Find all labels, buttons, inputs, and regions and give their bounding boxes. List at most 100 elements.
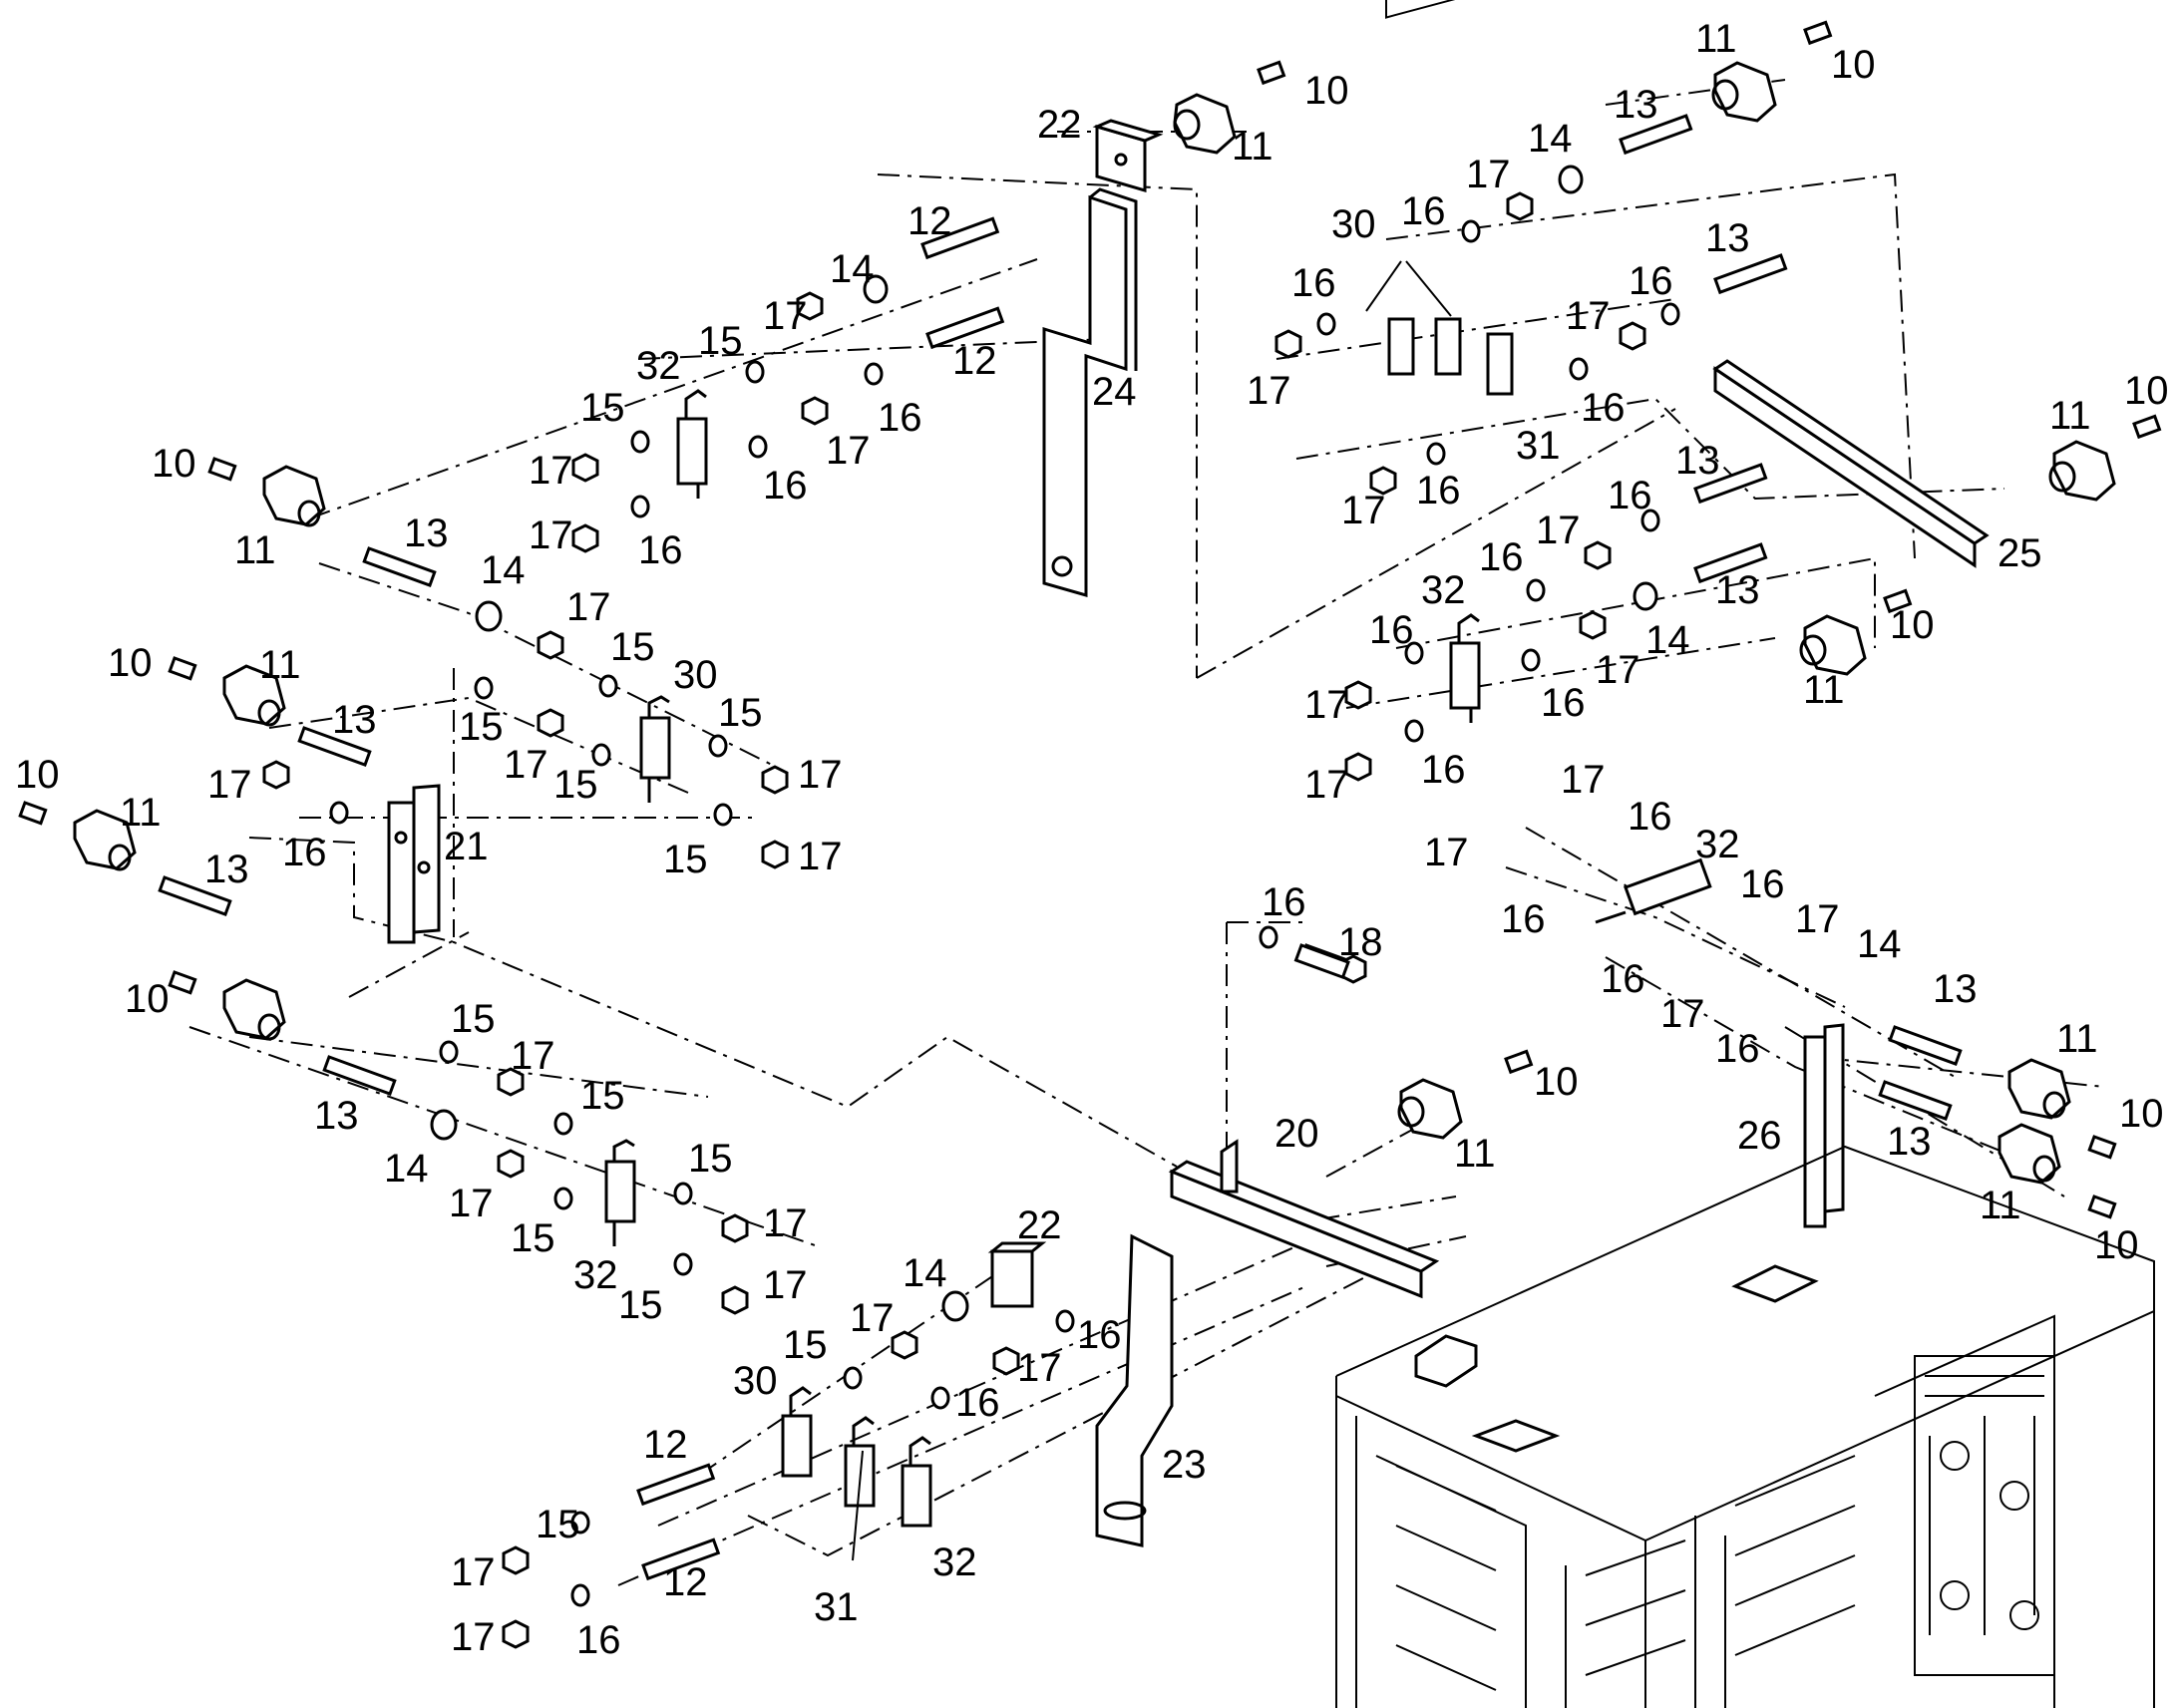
callout-22: 22 bbox=[1037, 103, 1082, 147]
callout-16: 16 bbox=[282, 831, 327, 874]
callout-17: 17 bbox=[511, 1034, 555, 1078]
callout-13: 13 bbox=[1675, 439, 1720, 483]
callout-17: 17 bbox=[1424, 831, 1469, 874]
callout-16: 16 bbox=[763, 464, 808, 508]
callout-16: 16 bbox=[1541, 681, 1586, 725]
callout-16: 16 bbox=[1501, 897, 1546, 941]
callout-17: 17 bbox=[763, 1201, 808, 1245]
callout-12: 12 bbox=[952, 339, 997, 383]
callout-17: 17 bbox=[1304, 683, 1349, 727]
callout-15: 15 bbox=[536, 1503, 580, 1546]
callout-32: 32 bbox=[1695, 823, 1740, 866]
callout-14: 14 bbox=[1528, 117, 1573, 161]
callout-26: 26 bbox=[1737, 1114, 1782, 1158]
callout-16: 16 bbox=[1077, 1313, 1122, 1357]
callout-23: 23 bbox=[1162, 1443, 1207, 1487]
callout-30: 30 bbox=[733, 1359, 778, 1403]
callout-10: 10 bbox=[108, 641, 153, 685]
callout-16: 16 bbox=[1628, 795, 1672, 839]
callout-14: 14 bbox=[481, 548, 526, 592]
fuse-group-bottom-center bbox=[781, 1386, 932, 1528]
cabinet-louvers bbox=[1395, 1455, 1856, 1691]
callout-18: 18 bbox=[1338, 920, 1383, 964]
callout-21: 21 bbox=[444, 825, 489, 868]
callout-11: 11 bbox=[1803, 668, 1845, 712]
callout-17: 17 bbox=[529, 513, 573, 557]
equipment-cabinet bbox=[1335, 1145, 2155, 1708]
callout-17: 17 bbox=[1561, 758, 1606, 802]
fuse-32-bottom-right bbox=[1595, 857, 1712, 924]
callout-11: 11 bbox=[1454, 1132, 1496, 1176]
callout-10: 10 bbox=[152, 442, 196, 486]
callout-16: 16 bbox=[1401, 189, 1446, 233]
callout-30: 30 bbox=[673, 653, 718, 697]
callout-16: 16 bbox=[638, 528, 683, 572]
callout-22: 22 bbox=[1017, 1203, 1062, 1247]
callout-15: 15 bbox=[610, 625, 655, 669]
callout-14: 14 bbox=[830, 247, 875, 291]
callout-16: 16 bbox=[1601, 957, 1645, 1001]
callout-16: 16 bbox=[1715, 1027, 1760, 1071]
callout-16: 16 bbox=[1740, 862, 1785, 906]
callout-11: 11 bbox=[1980, 1184, 2021, 1227]
callout-10: 10 bbox=[1831, 43, 1876, 87]
callout-17: 17 bbox=[826, 429, 871, 473]
callout-15: 15 bbox=[580, 1074, 625, 1118]
callout-17: 17 bbox=[1566, 294, 1611, 338]
callout-17: 17 bbox=[529, 449, 573, 493]
callout-17: 17 bbox=[207, 763, 252, 807]
callout-16: 16 bbox=[1291, 261, 1336, 305]
callout-24: 24 bbox=[1092, 370, 1137, 414]
callout-16: 16 bbox=[1369, 608, 1414, 652]
callout-20: 20 bbox=[1274, 1112, 1319, 1156]
callout-16: 16 bbox=[1479, 535, 1524, 579]
callout-15: 15 bbox=[580, 386, 625, 430]
callout-15: 15 bbox=[511, 1216, 555, 1260]
callout-32: 32 bbox=[573, 1253, 618, 1297]
fuse-32-right-mid bbox=[1449, 613, 1481, 723]
busbar-25 bbox=[1712, 359, 1990, 568]
callout-16: 16 bbox=[1416, 469, 1461, 512]
callout-14: 14 bbox=[1857, 922, 1902, 966]
busbar-24 bbox=[1042, 187, 1138, 597]
callout-13: 13 bbox=[1887, 1120, 1932, 1164]
callout-17: 17 bbox=[504, 743, 548, 787]
callout-17: 17 bbox=[1304, 763, 1349, 807]
callout-17: 17 bbox=[1536, 509, 1581, 552]
callout-12: 12 bbox=[663, 1560, 708, 1604]
callout-15: 15 bbox=[698, 319, 743, 363]
hardware-washers-nuts bbox=[262, 165, 1680, 1649]
bolt-18 bbox=[1293, 943, 1350, 980]
callout-17: 17 bbox=[1795, 897, 1840, 941]
callout-17: 17 bbox=[798, 835, 843, 878]
callout-13: 13 bbox=[1715, 568, 1760, 612]
callout-11: 11 bbox=[1695, 17, 1737, 61]
callout-13: 13 bbox=[314, 1094, 359, 1138]
callout-11: 11 bbox=[2049, 394, 2091, 438]
callout-17: 17 bbox=[451, 1615, 496, 1659]
fuse-32-left-lower bbox=[604, 1139, 636, 1246]
isolator-mounts bbox=[18, 20, 2162, 1219]
isolator-right-lower bbox=[1799, 588, 1913, 676]
leader-lines bbox=[852, 260, 1452, 1561]
callout-11: 11 bbox=[1232, 125, 1273, 169]
callout-17: 17 bbox=[451, 1550, 496, 1594]
callout-10: 10 bbox=[2094, 1223, 2139, 1267]
callout-10: 10 bbox=[15, 753, 60, 797]
callout-17: 17 bbox=[449, 1182, 494, 1225]
fuse-group-30-31-top-right bbox=[1385, 0, 1527, 396]
callout-15: 15 bbox=[618, 1283, 663, 1327]
isolator-left-1 bbox=[207, 457, 326, 527]
isolator-bottom-right-1 bbox=[2007, 1058, 2117, 1160]
callout-25: 25 bbox=[1998, 531, 2042, 575]
callout-10: 10 bbox=[1890, 603, 1935, 647]
callout-14: 14 bbox=[903, 1251, 947, 1295]
isolator-left-3 bbox=[18, 801, 137, 871]
callout-13: 13 bbox=[1705, 216, 1750, 260]
callout-16: 16 bbox=[1421, 748, 1466, 792]
spacer-22-top bbox=[1092, 119, 1164, 192]
callout-13: 13 bbox=[404, 512, 449, 555]
callout-17: 17 bbox=[566, 585, 611, 629]
callout-labels: 10 11 22 12 12 24 14 17 15 32 15 17 17 1… bbox=[15, 17, 2169, 1662]
